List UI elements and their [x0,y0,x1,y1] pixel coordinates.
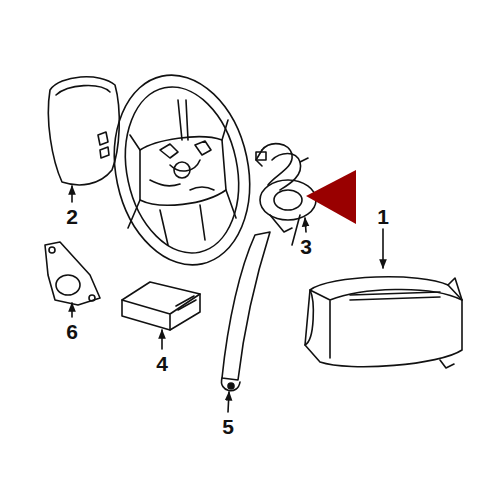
steering-wheel [97,62,266,277]
callout-number: 5 [222,416,234,437]
clock-spring [256,144,316,245]
crash-sensor [45,242,100,305]
callout-number: 2 [66,206,78,227]
diagnostic-module [122,282,200,330]
leader-lines [72,186,383,412]
driver-airbag-module [48,77,119,185]
callout-number: 4 [156,353,168,374]
pillar-trim [221,232,270,391]
callout-number: 6 [66,321,78,342]
callout-number: 3 [300,236,312,257]
callout-number: 1 [377,206,389,227]
passenger-airbag-module [305,277,462,368]
pointer-arrow [306,170,356,224]
